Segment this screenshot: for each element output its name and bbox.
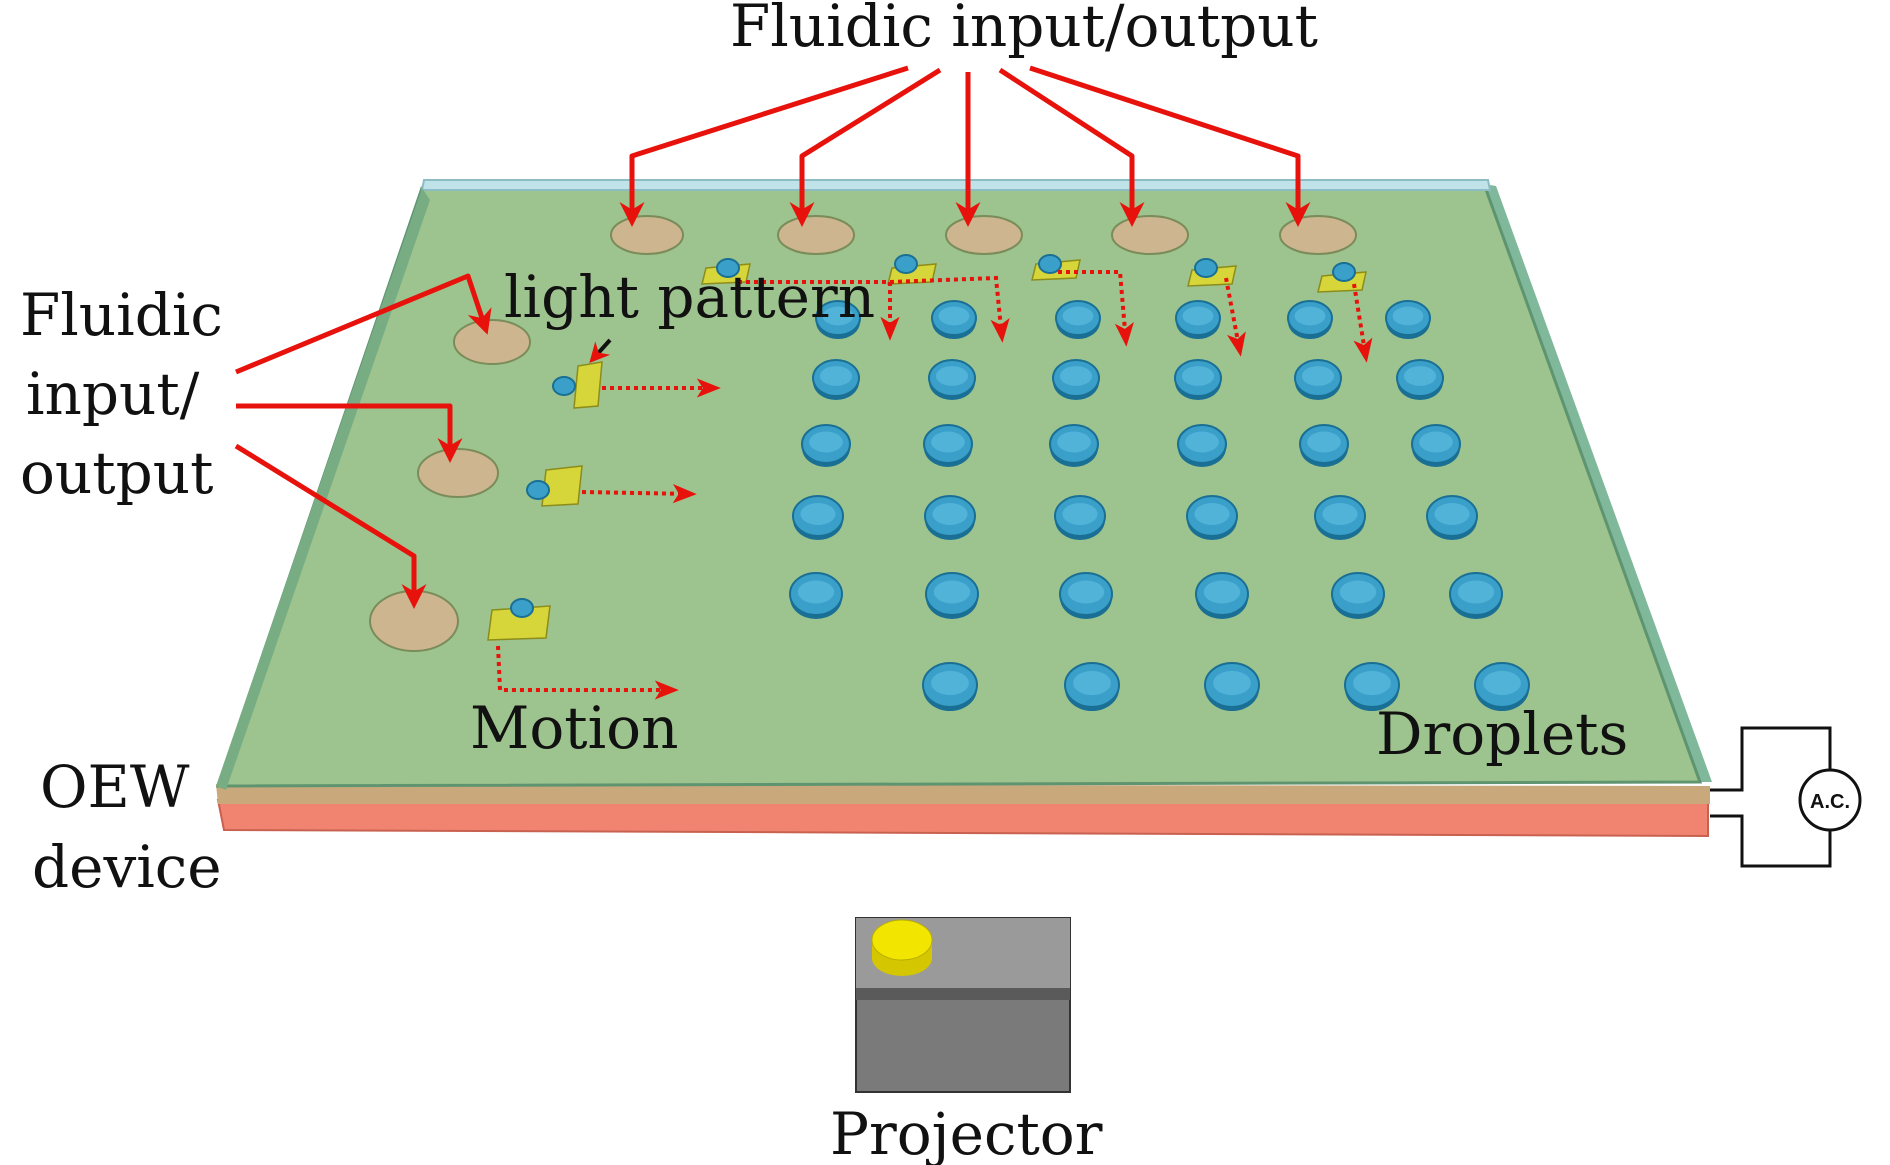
droplet-icon [1195,572,1249,619]
droplet-icon [1186,495,1238,540]
oew-label-line1: OEW [40,753,190,821]
projector-lens-top [871,919,933,961]
io-arrow [235,273,492,375]
reservoir-icon [945,215,1023,255]
droplet-icon [815,300,861,339]
ac-wire-bottom [1710,814,1832,868]
droplet-icon [812,359,860,400]
droplet-icon [1177,424,1227,467]
droplet-icon [1449,572,1503,619]
light-pattern-icon [552,361,603,409]
light-pattern-label: light pattern [504,263,875,331]
motion-arrow [738,280,900,341]
droplet-icon [1294,359,1342,400]
plate-left-edge [216,188,430,790]
left-io-label-line1: Fluidic [20,281,223,349]
io-arrow [234,443,427,609]
droplet-icon [1411,424,1461,467]
oew-label-line2: device [32,833,222,901]
reservoir-icon [1279,215,1357,255]
light-pattern-icon [526,465,583,507]
droplet-icon [1299,424,1349,467]
projector-icon [855,917,1071,1093]
reservoir-icon [610,215,684,255]
left-io-label-line2: input/ [26,360,200,428]
light-pattern-pointer [589,338,612,363]
reservoir-icon [1111,215,1189,255]
droplet-icon [1054,495,1106,540]
reservoir-icon [417,448,499,498]
oew-device [215,179,1712,838]
glass-cover-edge [420,179,1492,191]
reservoir-icon [777,215,855,255]
droplet-icon [923,424,973,467]
droplet-icon [1175,300,1221,339]
droplet-icon [1426,495,1478,540]
light-pattern-icon [1031,254,1081,281]
droplet-icon [1059,572,1113,619]
io-arrows [234,65,1311,609]
droplet-icon [1314,495,1366,540]
droplet-icon [925,572,979,619]
io-arrow [236,403,463,463]
droplet-icon [1331,572,1385,619]
io-arrow [1029,65,1311,227]
droplet-icon [924,495,976,540]
projector-top-edge [856,988,1070,1000]
droplet-icon [801,424,851,467]
io-arrow [998,67,1145,227]
droplet-icon [922,662,978,711]
droplets-label: Droplets [1376,700,1628,768]
motion-label: Motion [470,694,678,762]
droplet-icon [1287,300,1333,339]
io-arrow [789,67,942,227]
top-io-label: Fluidic input/output [730,0,1318,60]
plate-side-edge [1484,184,1712,782]
droplet-icon [1396,359,1444,400]
droplet-icon [789,572,843,619]
droplet-icon [1055,300,1101,339]
ac-source-icon [1798,768,1862,832]
droplet-icon [931,300,977,339]
ac-label: A.C. [1810,791,1850,813]
light-pattern-icon [487,598,551,641]
left-io-label-line3: output [20,439,213,507]
light-patterns [487,254,1373,700]
light-pattern-icon [1187,258,1237,287]
droplet-array [789,300,1530,711]
droplet-icon [1052,359,1100,400]
motion-arrow [496,645,679,700]
ac-source: A.C. [1710,726,1862,868]
ac-wire-top [1710,726,1832,792]
io-arrow [619,65,909,227]
droplet-icon [1204,662,1260,711]
droplet-icon [792,495,844,540]
motion-arrow [581,484,697,504]
droplet-icon [1064,662,1120,711]
projector-label: Projector [830,1100,1103,1165]
droplet-icon [1174,359,1222,400]
droplet-icon [1344,662,1400,711]
droplet-icon [928,359,976,400]
droplet-icon [1049,424,1099,467]
light-pattern-icon [701,258,751,285]
droplet-icon [1385,300,1431,339]
substrate-layer [216,799,1709,838]
motion-arrow [889,275,1010,343]
electrode-layer [216,784,1710,804]
droplet-icon [1474,662,1530,711]
